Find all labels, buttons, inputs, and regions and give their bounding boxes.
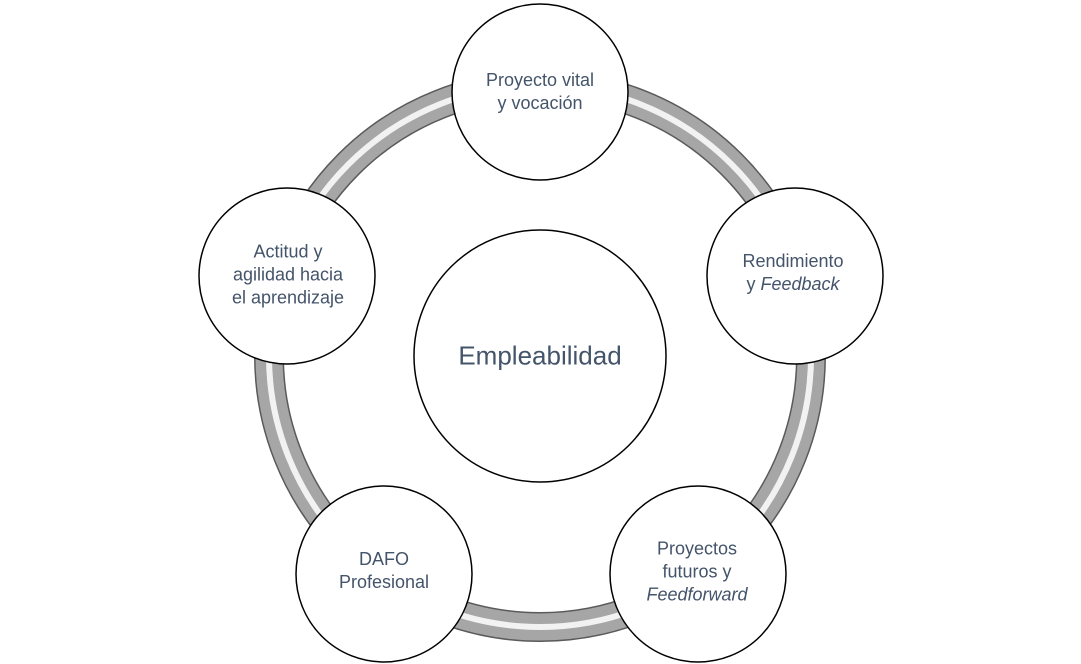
text: DAFO (358, 549, 409, 569)
text: y (746, 274, 761, 294)
center-circle (413, 229, 667, 483)
text: Rendimiento (742, 251, 844, 271)
node-label-line: el aprendizaje (232, 287, 344, 310)
text: Actitud y (253, 241, 323, 262)
node-circle-actitud (198, 187, 376, 365)
italic-text: Feedforward (646, 584, 748, 605)
node-label-line: Proyectos (646, 538, 747, 561)
node-label-line: agilidad hacia (232, 264, 344, 287)
node-circle-proyectos-futuros (609, 485, 787, 663)
text: el aprendizaje (231, 287, 345, 308)
node-circle-dafo (295, 485, 473, 663)
node-label-line: Rendimiento (742, 250, 843, 273)
node-label-line: Actitud y (232, 241, 344, 264)
node-label-proyecto-vital: Proyecto vital y vocación (486, 69, 594, 115)
node-label-line: Proyecto vital (486, 69, 594, 92)
text: y vocación (497, 93, 583, 113)
node-label-line: Feedforward (646, 584, 747, 607)
italic-text: Feedback (760, 274, 840, 294)
node-circle-proyecto-vital (451, 3, 629, 181)
node-label-dafo: DAFO Profesional (339, 548, 429, 594)
center-label: Empleabilidad (458, 340, 622, 371)
node-label-line: Profesional (339, 571, 429, 594)
text: futuros y (662, 561, 732, 582)
text: Proyectos (656, 538, 738, 559)
text: Profesional (338, 572, 430, 592)
node-label-line: futuros y (646, 561, 747, 584)
text: agilidad hacia (232, 264, 344, 285)
text: Proyecto vital (485, 70, 595, 90)
node-circle-rendimiento (706, 187, 884, 365)
node-label-line: DAFO (339, 548, 429, 571)
node-label-line: y Feedback (742, 273, 843, 296)
node-label-line: y vocación (486, 92, 594, 115)
